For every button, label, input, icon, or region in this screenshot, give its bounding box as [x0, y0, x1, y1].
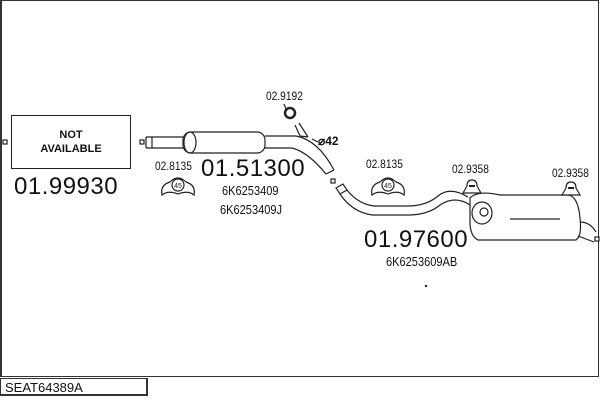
- pipe-diameter: ⌀42: [318, 134, 339, 148]
- hanger-icon: [560, 181, 582, 196]
- accessory-number: 02.9358: [452, 162, 489, 176]
- part-number-middle-silencer: 01.51300: [201, 155, 306, 182]
- clamp-icon: [283, 103, 297, 120]
- diagram-code: SEAT64389A: [0, 378, 148, 396]
- oe-reference: 6K6253609AB: [386, 254, 458, 269]
- accessory-number: 02.9358: [552, 166, 589, 180]
- middle-silencer-drawing: [145, 122, 335, 175]
- not-available-text: NOT: [59, 129, 83, 141]
- part-number-front-pipe: 01.99930: [14, 173, 119, 200]
- diagram-frame: [0, 0, 599, 377]
- accessory-number: 02.9192: [266, 89, 303, 103]
- accessory-number: 02.8135: [155, 159, 192, 173]
- connector-marker: [2, 139, 8, 145]
- mount-mark: 45: [174, 183, 182, 190]
- connector-marker: [594, 236, 600, 242]
- hanger-icon: [461, 179, 483, 194]
- not-available-text: AVAILABLE: [40, 143, 102, 155]
- rubber-mount-icon: 45: [161, 177, 195, 197]
- mount-mark: 45: [384, 183, 392, 190]
- connector-marker: [330, 178, 336, 184]
- oe-reference: 6K6253409J: [220, 202, 283, 217]
- connector-marker: [139, 139, 145, 145]
- rear-silencer-drawing: [335, 183, 597, 288]
- part-number-rear-silencer: 01.97600: [364, 226, 469, 253]
- oe-reference: 6K6253409: [222, 183, 279, 198]
- accessory-number: 02.8135: [366, 157, 403, 171]
- not-available-box: NOT AVAILABLE: [11, 115, 131, 169]
- rubber-mount-icon: 45: [371, 177, 405, 197]
